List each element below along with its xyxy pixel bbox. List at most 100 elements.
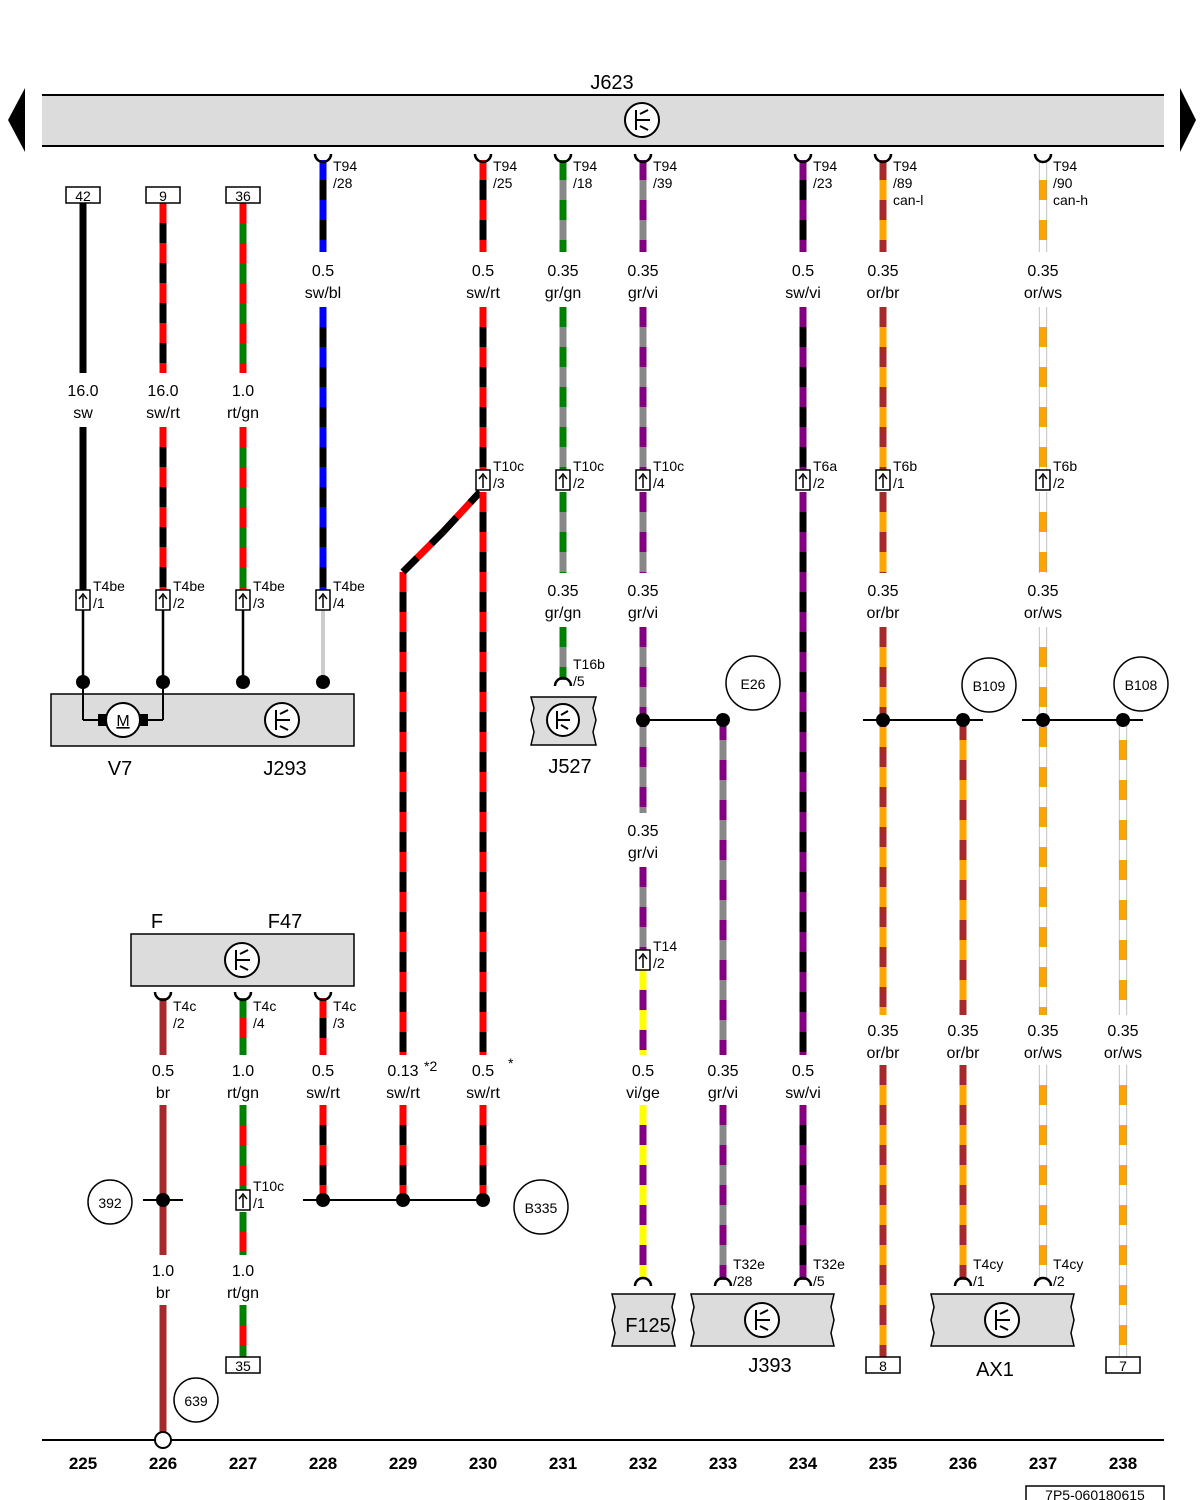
pin-label: T6b <box>893 458 917 474</box>
pin-label: T32e <box>813 1256 845 1272</box>
junction-dot <box>876 713 890 727</box>
pin-label: /25 <box>493 175 513 191</box>
ground-ref-e26: E26 <box>725 655 781 711</box>
junction-dot <box>1036 713 1050 727</box>
connector-icon <box>555 469 571 491</box>
f47-label: F47 <box>268 911 302 933</box>
connector-icon <box>235 589 251 611</box>
wire-label: rt/gn <box>227 1285 259 1302</box>
terminal-box: 35 <box>225 1356 261 1374</box>
pin-label: /2 <box>573 475 585 491</box>
wire-label: or/br <box>867 285 901 302</box>
pin-label: /2 <box>173 595 185 611</box>
pin-label: /5 <box>813 1273 825 1289</box>
pin-label: T4c <box>173 998 196 1014</box>
wire-label: or/ws <box>1024 1045 1062 1062</box>
pin-label: T10c <box>573 458 604 474</box>
terminal-box: 42 <box>65 186 101 204</box>
pin-symbols <box>75 153 1053 1287</box>
pin-label: T94 <box>333 158 357 174</box>
pin-label: T94 <box>573 158 597 174</box>
svg-text:B109: B109 <box>973 678 1006 694</box>
column-number: 225 <box>69 1454 97 1473</box>
previous-page-arrow-icon[interactable] <box>8 88 25 152</box>
f125-label: F125 <box>625 1315 671 1337</box>
connector-icon <box>875 469 891 491</box>
column-number: 230 <box>469 1454 497 1473</box>
wire-labels: T94/28T94/25T94/18T94/39T94/23T94/89can-… <box>67 158 1142 1302</box>
wire-label: 1.0 <box>232 1063 254 1080</box>
pin-label: T10c <box>253 1178 284 1194</box>
pin-label: T4cy <box>973 1256 1003 1272</box>
pin-label: /2 <box>1053 475 1065 491</box>
wire-segment <box>440 489 483 535</box>
column-number: 226 <box>149 1454 177 1473</box>
ground-ref-b108: B108 <box>1113 656 1169 712</box>
pin-label: T94 <box>813 158 837 174</box>
pin-label: can-h <box>1053 192 1088 208</box>
svg-text:35: 35 <box>235 1358 251 1374</box>
column-number: 233 <box>709 1454 737 1473</box>
j527-label: J527 <box>548 756 591 778</box>
pin-contact-icon <box>233 991 253 1002</box>
pin-contact-icon <box>873 153 893 164</box>
ground-ref-b335: B335 <box>513 1179 569 1235</box>
pin-label: T4c <box>253 998 276 1014</box>
wire-label: sw/vi <box>785 1085 821 1102</box>
pin-label: T16b <box>573 656 605 672</box>
wire-label: vi/ge <box>626 1085 660 1102</box>
f125-component: F125 <box>611 1293 676 1347</box>
connector-icon <box>155 589 171 611</box>
wire-segment <box>1038 627 1048 1015</box>
wire-label: sw/rt <box>386 1085 420 1102</box>
junction-dot <box>156 675 170 689</box>
wire-segment <box>1118 1065 1128 1357</box>
j393-label: J393 <box>748 1355 791 1377</box>
pin-contact-icon <box>793 153 813 164</box>
column-number: 238 <box>1109 1454 1137 1473</box>
pin-label: T14 <box>653 938 677 954</box>
wire-label: 0.5 <box>792 1063 814 1080</box>
wire-segment <box>1038 1065 1048 1280</box>
pin-label: T94 <box>1053 158 1077 174</box>
svg-text:7: 7 <box>1119 1358 1127 1374</box>
pin-label: /89 <box>893 175 913 191</box>
pin-label: /1 <box>893 475 905 491</box>
pin-contact-icon <box>153 991 173 1002</box>
connector-icon <box>75 589 91 611</box>
pin-label: /2 <box>1053 1273 1065 1289</box>
wire-label: br <box>156 1085 171 1102</box>
motor-icon <box>105 702 141 738</box>
junction-dot <box>76 675 90 689</box>
wire-segment <box>1118 720 1128 1015</box>
column-number: 237 <box>1029 1454 1057 1473</box>
wire-label: 0.5 <box>632 1063 654 1080</box>
pin-label: T94 <box>653 158 677 174</box>
junction-dot <box>1116 713 1130 727</box>
column-number: 234 <box>789 1454 818 1473</box>
page-link-226 <box>154 1431 172 1449</box>
pin-contact-icon <box>313 991 333 1002</box>
pin-label: /2 <box>813 475 825 491</box>
wire-label: gr/vi <box>628 605 658 622</box>
wire-label: rt/gn <box>227 405 259 422</box>
wire-label: 1.0 <box>232 1263 254 1280</box>
pin-label: /18 <box>573 175 593 191</box>
junctions <box>76 675 1143 1207</box>
wire-segment <box>1038 492 1048 573</box>
wire-label: or/ws <box>1104 1045 1142 1062</box>
wire-label: 0.35 <box>1027 263 1058 280</box>
pin-label: T4be <box>253 578 285 594</box>
wire-label: 0.35 <box>627 263 658 280</box>
pin-label: /23 <box>813 175 833 191</box>
wire-label: br <box>156 1285 171 1302</box>
pin-label: /90 <box>1053 175 1073 191</box>
wire-label: 0.35 <box>1027 583 1058 600</box>
next-page-arrow-icon[interactable] <box>1180 88 1196 152</box>
v7-label: V7 <box>108 758 132 780</box>
svg-text:639: 639 <box>184 1393 208 1409</box>
svg-text:392: 392 <box>98 1195 122 1211</box>
note-mark: * <box>508 1055 514 1071</box>
connector-icon <box>315 589 331 611</box>
